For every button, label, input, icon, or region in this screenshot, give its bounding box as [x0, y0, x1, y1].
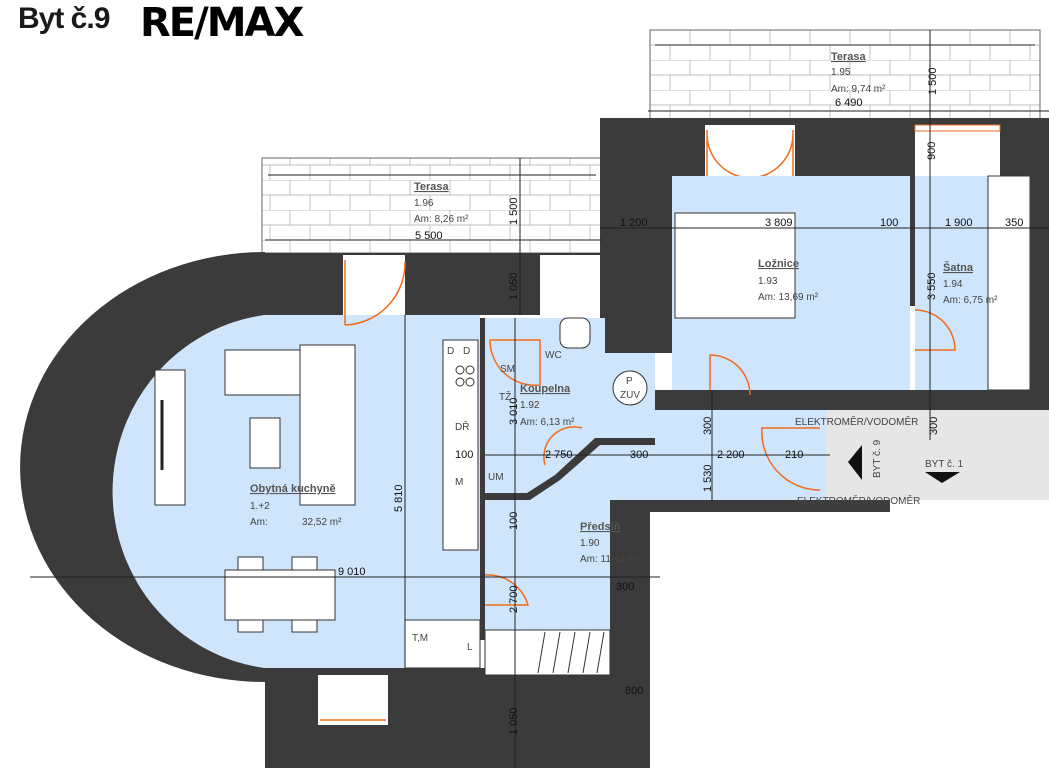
dim-300: 300 — [630, 449, 648, 461]
svg-text:Am:: Am: — [250, 517, 268, 528]
room-label-living: Obytná kuchyně 1.+2 Am: 32,52 m² — [250, 483, 342, 528]
dim-2750: 2 750 — [545, 449, 573, 461]
dim-2200: 2 200 — [717, 449, 745, 461]
curved-wall — [20, 252, 266, 682]
dim-300-b: 300 — [702, 417, 714, 435]
dim-1500: 1 500 — [927, 67, 939, 95]
svg-text:Am: 6,75 m²: Am: 6,75 m² — [943, 295, 998, 306]
svg-text:D: D — [463, 346, 470, 357]
svg-text:Terasa: Terasa — [414, 181, 450, 193]
svg-text:TŽ: TŽ — [499, 390, 511, 403]
room-label-bedroom: Ložnice 1.93 Am: 13,69 m² — [758, 258, 819, 303]
dim-210: 210 — [785, 449, 803, 461]
dim-5500: 5 500 — [415, 230, 443, 242]
svg-text:1.90: 1.90 — [580, 538, 600, 549]
dim-6490: 6 490 — [835, 97, 863, 109]
svg-text:Obytná kuchyně: Obytná kuchyně — [250, 483, 336, 495]
svg-text:1.96: 1.96 — [414, 198, 434, 209]
dining-table — [224, 569, 336, 621]
dim-1200: 1 200 — [620, 217, 648, 229]
svg-text:Am: 8,26 m²: Am: 8,26 m² — [414, 214, 469, 225]
remax-logo: RE/MAX — [140, 0, 304, 46]
door-opening — [343, 255, 405, 315]
dim-9010: 9 010 — [338, 566, 366, 578]
entry-arrow-down-icon — [925, 472, 960, 483]
svg-text:Ložnice: Ložnice — [758, 258, 799, 270]
svg-text:Předsíň: Předsíň — [580, 521, 621, 533]
svg-text:T,M: T,M — [412, 633, 428, 644]
svg-text:DŘ: DŘ — [455, 420, 469, 433]
flat-1-label: BYT č. 1 — [925, 459, 964, 470]
dim-100-b: 100 — [455, 449, 473, 461]
svg-text:M: M — [455, 477, 463, 488]
svg-text:Terasa: Terasa — [831, 51, 867, 63]
meter-label-bottom: ELEKTROMĚR/VODOMĚR — [797, 494, 920, 507]
meter-label-top: ELEKTROMĚR/VODOMĚR — [795, 415, 918, 428]
svg-text:1.94: 1.94 — [943, 279, 963, 290]
tv-unit — [154, 369, 186, 506]
fixture-labels: D D DŘ M UM SM WC TŽ P ZUV T,M L ELEKTRO… — [412, 346, 964, 653]
svg-text:D: D — [447, 346, 454, 357]
svg-text:UM: UM — [488, 472, 504, 483]
dimension-lines — [30, 30, 1049, 768]
dim-1900: 1 900 — [945, 217, 973, 229]
dim-5810: 5 810 — [393, 484, 405, 512]
svg-text:1.92: 1.92 — [520, 400, 540, 411]
room-label-wardrobe: Šatna 1.94 Am: 6,75 m² — [943, 261, 998, 306]
room-label-hallway: Předsíň 1.90 Am: 11,44 m² — [580, 521, 640, 565]
room-label-terrace-left: Terasa 1.96 Am: 8,26 m² — [414, 181, 469, 225]
room-label-bathroom: Koupelna 1.92 Am: 6,13 m² — [520, 383, 575, 428]
dim-100-c: 100 — [508, 512, 520, 530]
svg-text:WC: WC — [545, 350, 562, 361]
bed — [674, 212, 796, 319]
wardrobe-floor — [915, 176, 988, 390]
dim-350: 350 — [1005, 217, 1023, 229]
flat-9-label: BYT č. 9 — [872, 439, 883, 478]
dimension-labels: 6 490 1 500 5 500 1 500 1 200 3 809 100 … — [338, 67, 1023, 735]
entry-arrow-icon — [848, 445, 862, 480]
living-room-floor — [112, 315, 481, 668]
dim-1050: 1 050 — [508, 272, 520, 300]
svg-text:1.93: 1.93 — [758, 276, 778, 287]
dim-3809: 3 809 — [765, 217, 793, 229]
dim-1530: 1 530 — [702, 464, 714, 492]
svg-text:Am: 13,69 m²: Am: 13,69 m² — [758, 292, 819, 303]
room-label-terrace-right: Terasa 1.95 Am: 9,74 m² — [831, 51, 886, 95]
dim-800: 800 — [625, 685, 643, 697]
dim-3550: 3 550 — [926, 272, 938, 300]
svg-text:Am: 6,13 m²: Am: 6,13 m² — [520, 417, 575, 428]
svg-text:Am: 11,44 m²: Am: 11,44 m² — [580, 554, 640, 565]
dim-900: 900 — [926, 142, 938, 160]
neighbor-corridor — [825, 410, 1049, 500]
dim-2700: 2 700 — [508, 585, 520, 613]
svg-text:32,52 m²: 32,52 m² — [302, 517, 342, 528]
dim-1500-left: 1 500 — [508, 197, 520, 225]
svg-text:Koupelna: Koupelna — [520, 383, 571, 395]
boiler — [612, 370, 648, 406]
kitchen-counter — [442, 339, 479, 551]
terrace-left — [261, 157, 603, 254]
terrace-right — [649, 29, 1041, 126]
svg-text:ZUV: ZUV — [620, 390, 640, 401]
dim-3010: 3 010 — [508, 397, 520, 425]
dim-300-d: 300 — [616, 581, 634, 593]
page-title: Byt č.9 — [18, 2, 110, 35]
dim-100: 100 — [880, 217, 898, 229]
dim-1050-b: 1 050 — [508, 707, 520, 735]
svg-text:P: P — [626, 376, 633, 387]
svg-text:Šatna: Šatna — [943, 261, 974, 274]
svg-text:SM: SM — [500, 364, 515, 375]
dim-300-c: 300 — [928, 417, 940, 435]
svg-text:Am: 9,74 m²: Am: 9,74 m² — [831, 84, 886, 95]
svg-text:1.+2: 1.+2 — [250, 501, 270, 512]
svg-text:L: L — [467, 642, 473, 653]
svg-text:1.95: 1.95 — [831, 67, 851, 78]
